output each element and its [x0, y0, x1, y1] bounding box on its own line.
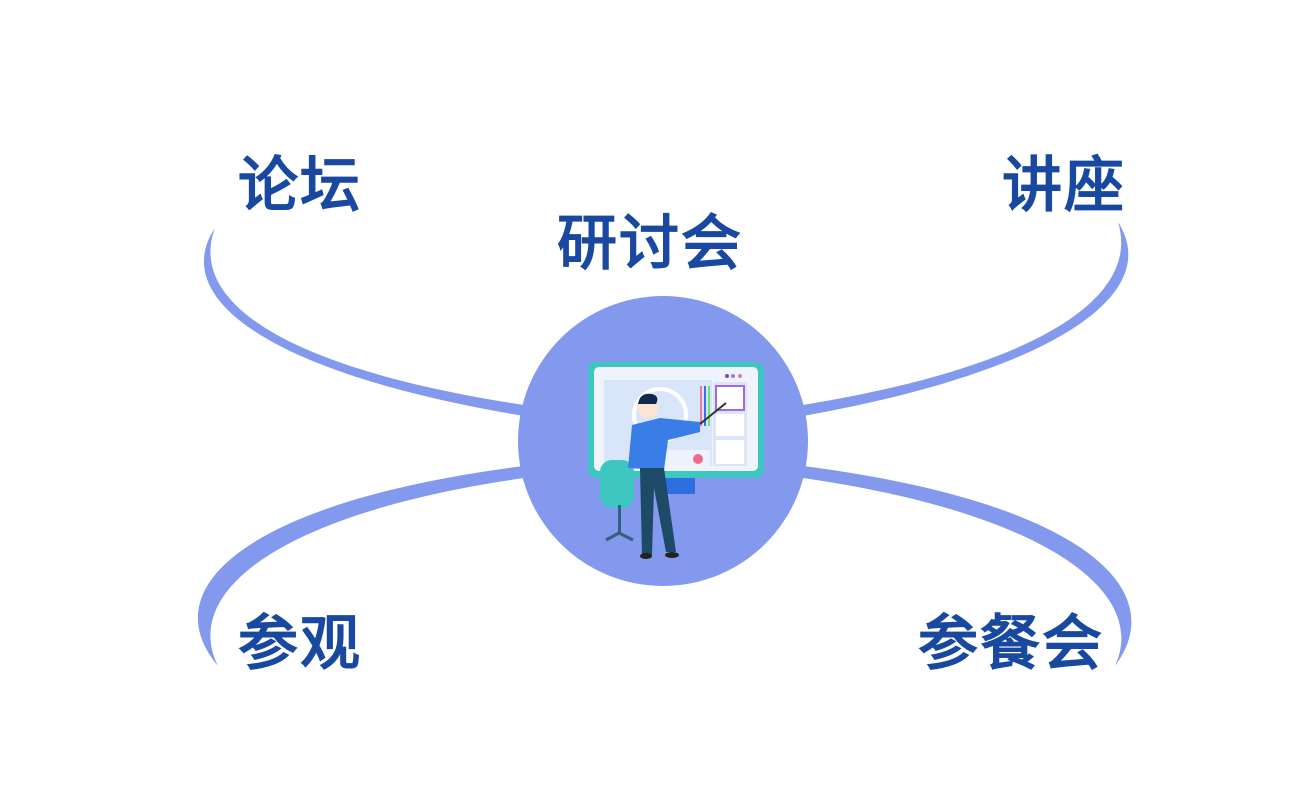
connector-top-left: [203, 228, 525, 416]
branch-label-top-right: 讲座: [1002, 151, 1126, 221]
presenter-illustration-icon: [588, 362, 764, 559]
branch-label-bottom-right: 参餐会: [918, 609, 1104, 679]
connector-top-right: [803, 222, 1129, 416]
connector-bottom-left: [197, 466, 524, 666]
center-label: 研讨会: [557, 209, 743, 279]
branch-label-top-left: 论坛: [238, 151, 362, 221]
branch-label-bottom-left: 参观: [238, 609, 362, 679]
connector-bottom-right: [803, 466, 1132, 666]
